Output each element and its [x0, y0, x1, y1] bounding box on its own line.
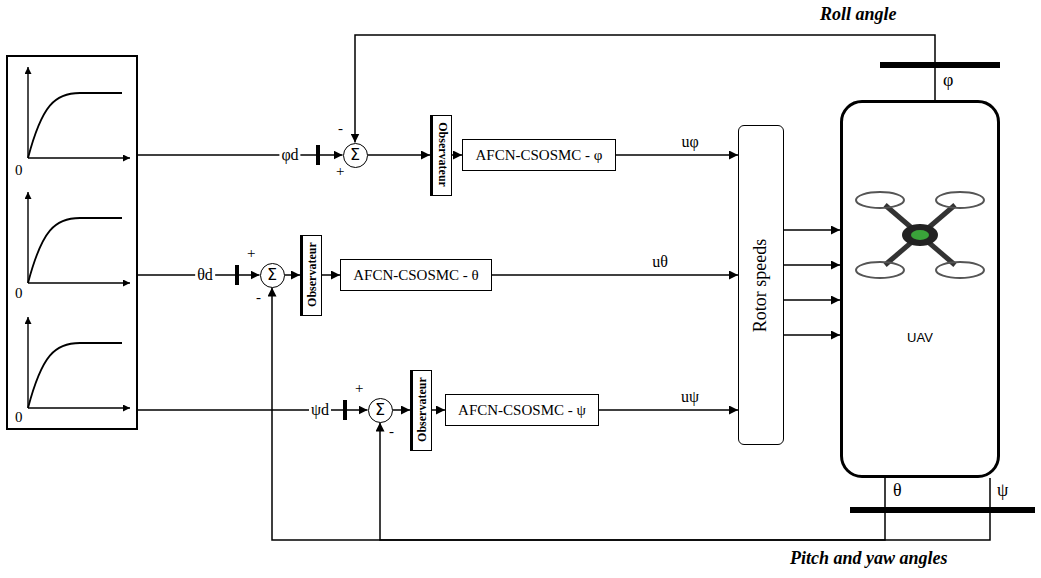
sensor-bar — [880, 62, 1000, 68]
plot-axis — [28, 407, 130, 408]
signal-connector — [368, 154, 431, 156]
signal-connector — [285, 274, 301, 276]
signal-connector — [599, 409, 738, 411]
output-symbol: θ — [893, 480, 902, 501]
node-text: Σ — [350, 147, 360, 163]
axis-origin: 0 — [8, 181, 136, 305]
step-plot — [28, 67, 130, 158]
edge-label: ψd — [309, 401, 331, 419]
node-text: AFCN-CSOSMC - θ — [353, 266, 479, 284]
sign-mark: + — [336, 163, 344, 180]
output-symbol: ψ — [997, 480, 1008, 501]
sign-mark: - — [256, 289, 261, 306]
signal-connector — [492, 274, 738, 276]
rotor-speeds-block: Rotor speeds — [738, 125, 784, 445]
summing-junction: Σ — [343, 143, 368, 168]
node-text: Observateur — [415, 378, 428, 443]
observer-block: Observateur — [430, 115, 452, 196]
signal-connector — [616, 154, 738, 156]
summing-junction: Σ — [368, 398, 393, 423]
step-plot — [28, 317, 130, 408]
controller-box: AFCN-CSOSMC - θ — [340, 259, 492, 291]
drone-rotor — [856, 262, 904, 278]
signal-connector — [138, 154, 343, 156]
signal-connector — [784, 229, 840, 231]
signal-caption: Pitch and yaw angles — [790, 548, 948, 569]
signal-connector — [784, 299, 840, 301]
edge-label: φd — [279, 146, 300, 164]
sign-mark: - — [338, 120, 343, 137]
drone-body — [902, 224, 938, 246]
quadrotor-drawing — [856, 192, 984, 278]
node-text: Σ — [375, 402, 385, 418]
signal-connector — [452, 154, 462, 156]
plot-axis — [27, 67, 28, 158]
summing-junction: Σ — [260, 263, 285, 288]
step-curve — [28, 343, 122, 408]
edge-label: θd — [195, 266, 215, 284]
observer-block: Observateur — [410, 370, 432, 451]
node-text: Rotor speeds — [751, 238, 772, 332]
plot-axis — [27, 317, 28, 408]
signal-connector — [784, 264, 840, 266]
drone-arm — [885, 205, 955, 265]
sign-mark: + — [247, 245, 255, 262]
controller-box: AFCN-CSOSMC - ψ — [445, 394, 599, 426]
edge-label: uφ — [679, 133, 700, 151]
signal-caption: Roll angle — [820, 4, 897, 25]
signal-connector — [138, 409, 368, 411]
axis-origin: 0 — [8, 304, 136, 428]
drone-rotor — [936, 262, 984, 278]
observer-block: Observateur — [300, 235, 322, 316]
step-plot — [28, 192, 130, 283]
plot-axis — [28, 157, 130, 158]
drone-arm — [885, 205, 955, 265]
node-text: AFCN-CSOSMC - ψ — [458, 401, 586, 419]
signal-connector — [322, 274, 340, 276]
node-text: AFCN-CSOSMC - φ — [475, 146, 602, 164]
controller-box: AFCN-CSOSMC - φ — [462, 139, 616, 171]
sign-mark: - — [389, 423, 394, 440]
plot-axis — [28, 282, 130, 283]
signal-connector — [432, 409, 445, 411]
output-symbol: φ — [943, 70, 953, 91]
signal-connector — [380, 423, 990, 541]
drone-light — [911, 230, 929, 240]
uav-block: UAV — [840, 100, 1000, 478]
step-curve — [28, 93, 122, 158]
node-text: UAV — [907, 330, 933, 345]
drone-rotor — [856, 192, 904, 208]
edge-label: uθ — [650, 253, 670, 271]
step-curve — [28, 218, 122, 283]
signal-connector — [784, 334, 840, 336]
signal-connector — [272, 288, 885, 541]
signal-connector — [393, 409, 411, 411]
drone-rotor — [936, 192, 984, 208]
plot-axis — [27, 192, 28, 283]
edge-label: uψ — [679, 388, 701, 406]
reference-panel: 000 — [6, 55, 138, 430]
node-text: Σ — [267, 267, 277, 283]
sign-mark: + — [355, 380, 363, 397]
node-text: Observateur — [305, 243, 318, 308]
axis-origin: 0 — [8, 57, 136, 181]
sensor-bar — [850, 507, 1035, 513]
node-text: Observateur — [435, 123, 448, 188]
